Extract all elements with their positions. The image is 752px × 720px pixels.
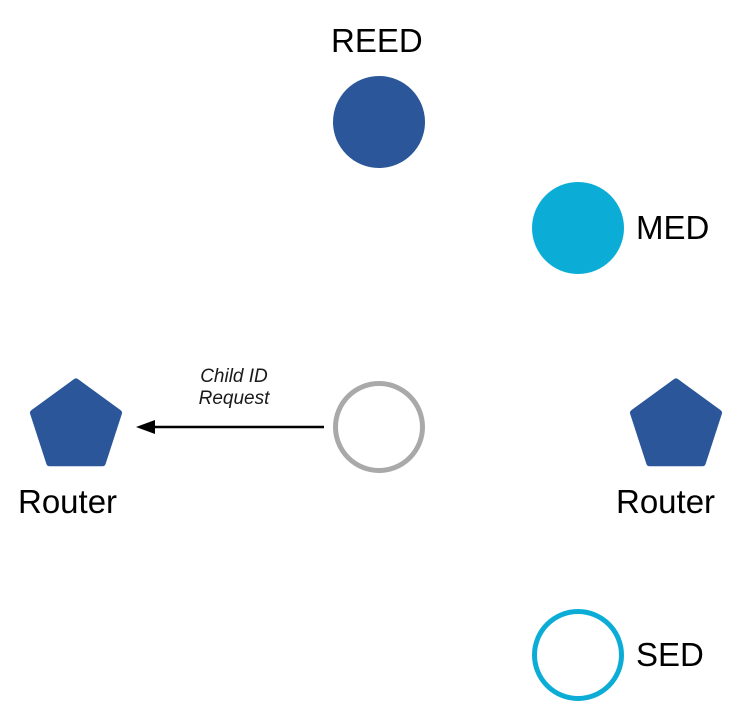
node-router-left-label: Router bbox=[18, 483, 118, 520]
node-router-right[interactable] bbox=[630, 377, 722, 469]
edge-child-id-request bbox=[136, 420, 324, 434]
node-med-label: MED bbox=[636, 209, 710, 246]
node-sed[interactable] bbox=[532, 609, 624, 701]
node-reed[interactable] bbox=[333, 76, 425, 168]
node-reed-label: REED bbox=[331, 22, 423, 59]
node-router-right-label: Router bbox=[616, 483, 716, 520]
edge-child-id-request-label: Child ID Request bbox=[198, 366, 270, 410]
pentagon-shape-right bbox=[630, 378, 722, 467]
arrowhead-icon bbox=[136, 420, 155, 434]
node-sed-label: SED bbox=[636, 636, 704, 673]
node-joiner[interactable] bbox=[333, 381, 425, 473]
pentagon-shape-left bbox=[30, 378, 122, 467]
node-med[interactable] bbox=[532, 182, 624, 274]
node-router-left[interactable] bbox=[30, 377, 122, 469]
